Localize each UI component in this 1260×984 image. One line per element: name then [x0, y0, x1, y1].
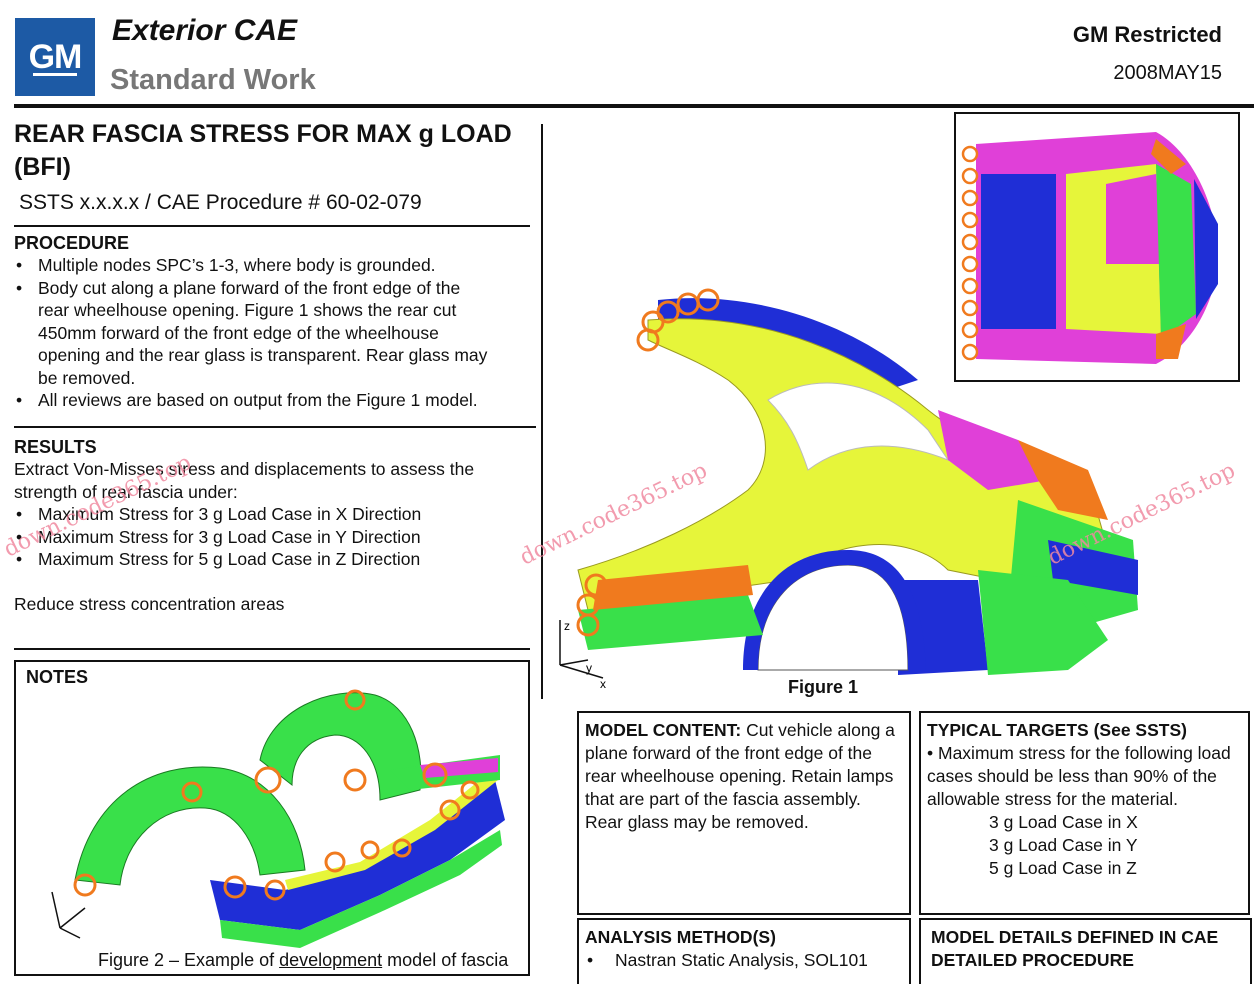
caption-text: model of fascia — [382, 950, 509, 970]
restriction-label: GM Restricted — [1072, 22, 1222, 47]
target-case: 3 g Load Case in X — [989, 812, 1138, 832]
analysis-methods-box: ANALYSIS METHOD(S) Nastran Static Analys… — [577, 918, 911, 984]
inset-mesh — [961, 120, 1230, 374]
analysis-list: Nastran Static Analysis, SOL101 — [585, 949, 903, 972]
notes-heading: NOTES — [26, 667, 89, 687]
model-content-box: MODEL CONTENT: Cut vehicle along a plane… — [577, 711, 911, 915]
figure-1-inset-top-view — [954, 112, 1240, 382]
header-title: Exterior CAE — [112, 14, 298, 47]
list-item: Body cut along a plane forward of the fr… — [14, 277, 493, 390]
procedure-section: PROCEDURE Multiple nodes SPC’s 1-3, wher… — [14, 233, 534, 412]
list-item: Nastran Static Analysis, SOL101 — [585, 949, 903, 972]
figure-2-caption: Figure 2 – Example of development model … — [98, 950, 508, 971]
list-item: All reviews are based on output from the… — [14, 389, 534, 412]
results-intro: Extract Von-Misses stress and displaceme… — [14, 459, 475, 502]
bullet-glyph: • — [927, 743, 938, 763]
list-item: Multiple nodes SPC’s 1-3, where body is … — [14, 254, 534, 277]
target-case: 5 g Load Case in Z — [989, 858, 1137, 878]
notes-box — [14, 660, 530, 976]
model-details-box: MODEL DETAILS DEFINED IN CAE DETAILED PR… — [919, 918, 1252, 984]
figure-1-caption: Figure 1 — [788, 677, 859, 697]
typical-targets-heading: TYPICAL TARGETS (See SSTS) — [927, 720, 1187, 740]
gm-logo: GM — [15, 18, 95, 96]
caption-text: Figure 2 – Example of — [98, 950, 280, 970]
header-subtitle: Standard Work — [110, 64, 316, 96]
ssts-reference: SSTS x.x.x.x / CAE Procedure # 60-02-079 — [19, 191, 422, 214]
axis-label-x: x — [600, 677, 606, 690]
column-divider — [541, 124, 543, 699]
section-divider — [14, 225, 530, 227]
procedure-heading: PROCEDURE — [14, 233, 130, 253]
list-item: Maximum Stress for 3 g Load Case in X Di… — [14, 503, 534, 526]
typical-targets-bullet: • Maximum stress for the following load … — [927, 742, 1242, 811]
figure-1-body-mesh: z y x — [559, 288, 1138, 690]
header-rule — [14, 104, 1254, 108]
typical-targets-box: TYPICAL TARGETS (See SSTS) • Maximum str… — [919, 711, 1250, 915]
bullet-text: Maximum stress for the following load ca… — [927, 743, 1231, 809]
document-title: REAR FASCIA STRESS FOR MAX g LOAD (BFI) — [14, 120, 512, 181]
list-item: Maximum Stress for 3 g Load Case in Y Di… — [14, 526, 534, 549]
results-note: Reduce stress concentration areas — [14, 593, 285, 614]
model-content-label: MODEL CONTENT: — [585, 720, 742, 740]
document-date: 2008MAY15 — [1113, 62, 1222, 84]
procedure-list: Multiple nodes SPC’s 1-3, where body is … — [14, 254, 534, 412]
model-content-text: Cut vehicle along a plane forward of the… — [585, 720, 895, 832]
list-item: Maximum Stress for 5 g Load Case in Z Di… — [14, 548, 534, 571]
figure-2-fascia-mesh — [51, 689, 505, 948]
axis-label-z: z — [564, 619, 570, 633]
results-heading: RESULTS — [14, 437, 97, 457]
results-list: Maximum Stress for 3 g Load Case in X Di… — [14, 503, 534, 571]
analysis-heading: ANALYSIS METHOD(S) — [585, 927, 776, 947]
logo-underline — [33, 73, 77, 76]
gm-logo-text: GM — [28, 37, 83, 76]
axis-label-y: y — [586, 661, 592, 675]
results-section: RESULTS Extract Von-Misses stress and di… — [14, 437, 534, 615]
section-divider — [14, 648, 530, 650]
target-case: 3 g Load Case in Y — [989, 835, 1138, 855]
model-details-heading: MODEL DETAILS DEFINED IN CAE DETAILED PR… — [931, 927, 1219, 970]
caption-link-text: development — [279, 950, 383, 970]
section-divider — [14, 426, 536, 428]
